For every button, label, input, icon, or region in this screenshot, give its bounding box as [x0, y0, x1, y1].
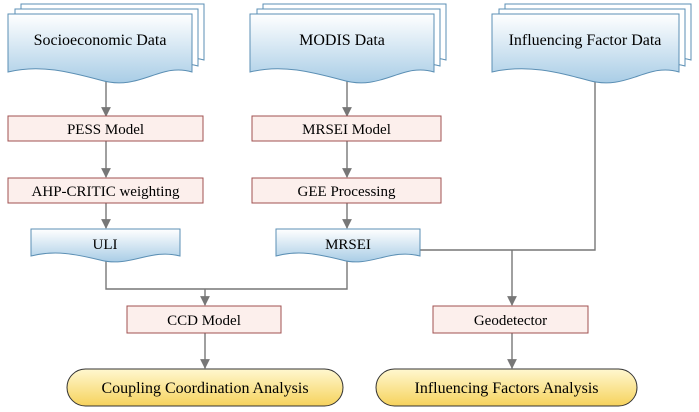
process-geodetector-label: Geodetector	[474, 313, 547, 329]
doc-influencing-label: Influencing Factor Data	[509, 32, 662, 49]
output-coupling-label: Coupling Coordination Analysis	[101, 380, 308, 397]
process-gee: GEE Processing	[251, 177, 442, 204]
doc-modis-label: MODIS Data	[299, 32, 385, 49]
doc-influencing: Influencing Factor Data	[491, 3, 692, 84]
index-mrsei: MRSEI	[275, 228, 421, 263]
process-ccd: CCD Model	[126, 305, 282, 334]
process-pess-label: PESS Model	[67, 122, 144, 138]
process-geodetector: Geodetector	[432, 305, 589, 334]
output-influencing: Influencing Factors Analysis	[375, 368, 638, 407]
process-ccd-label: CCD Model	[167, 313, 241, 329]
process-ahp-critic-label: AHP-CRITIC weighting	[32, 184, 180, 200]
doc-socioeconomic: Socioeconomic Data	[7, 3, 205, 84]
index-uli-label: ULI	[93, 237, 118, 253]
doc-modis: MODIS Data	[249, 3, 447, 84]
doc-socioeconomic-label: Socioeconomic Data	[34, 32, 167, 49]
process-gee-label: GEE Processing	[298, 184, 396, 200]
connectors	[101, 76, 596, 369]
process-mrsei-model-label: MRSEI Model	[302, 122, 391, 138]
index-uli: ULI	[30, 228, 181, 263]
process-pess: PESS Model	[7, 115, 204, 142]
line-uli-merge	[105, 258, 348, 290]
line-influencing-down	[512, 76, 596, 251]
process-mrsei-model: MRSEI Model	[251, 115, 442, 142]
process-ahp-critic: AHP-CRITIC weighting	[7, 177, 204, 204]
output-coupling: Coupling Coordination Analysis	[66, 368, 344, 407]
output-influencing-label: Influencing Factors Analysis	[415, 380, 599, 397]
index-mrsei-label: MRSEI	[325, 237, 371, 253]
